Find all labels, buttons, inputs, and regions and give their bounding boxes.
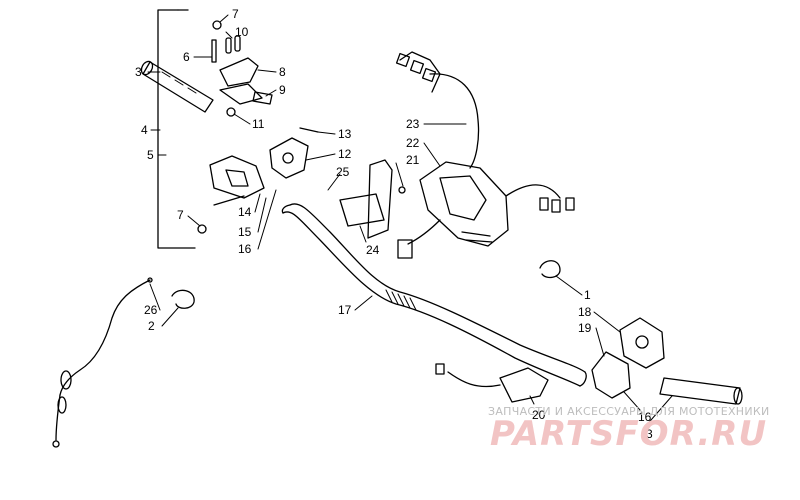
switch-housing [269, 127, 319, 179]
callout-20: 20 [532, 408, 546, 422]
callout-14: 14 [238, 205, 252, 219]
callout-22: 22 [406, 136, 420, 150]
callout-3b: 3 [646, 427, 653, 441]
handlebar [281, 203, 587, 387]
callout-10: 10 [235, 25, 249, 39]
watermark-tagline: ЗАПЧАСТИ И АКСЕССУАРЫ ДЛЯ МОТОТЕХНИКИ [488, 405, 770, 418]
callout-13: 13 [338, 127, 352, 141]
callout-16: 16 [238, 242, 252, 256]
callout-8: 8 [279, 65, 286, 79]
watermark-brand: PARTSFOR.RU [490, 414, 768, 454]
leader-lines [147, 14, 673, 429]
left-grip [140, 60, 214, 113]
callout-16b: 16 [638, 410, 652, 424]
callout-2: 2 [148, 319, 155, 333]
callout-21: 21 [406, 153, 420, 167]
callout-17: 17 [338, 303, 352, 317]
throttle-housing [197, 155, 265, 234]
callout-18: 18 [578, 305, 592, 319]
callout-3: 3 [135, 65, 142, 79]
callout-7b: 7 [177, 208, 184, 222]
callout-numbers: 7 10 6 3 8 9 11 4 13 5 12 14 7 15 16 17 … [135, 7, 653, 441]
group-bracket [157, 9, 196, 249]
callout-19: 19 [578, 321, 592, 335]
callout-23: 23 [406, 117, 420, 131]
callout-4: 4 [141, 123, 148, 137]
callout-26: 26 [144, 303, 158, 317]
callout-15: 15 [238, 225, 252, 239]
callout-11: 11 [252, 117, 265, 131]
callout-12: 12 [338, 147, 352, 161]
right-control-housing [339, 51, 575, 259]
callout-1: 1 [584, 288, 591, 302]
callout-7: 7 [232, 7, 239, 21]
callout-9: 9 [279, 83, 286, 97]
callout-6: 6 [183, 50, 190, 64]
callout-5: 5 [147, 148, 154, 162]
callout-24: 24 [366, 243, 380, 257]
throttle-parts [211, 20, 273, 117]
callout-25: 25 [336, 165, 350, 179]
right-side-parts [435, 260, 743, 405]
throttle-cable [52, 277, 195, 448]
